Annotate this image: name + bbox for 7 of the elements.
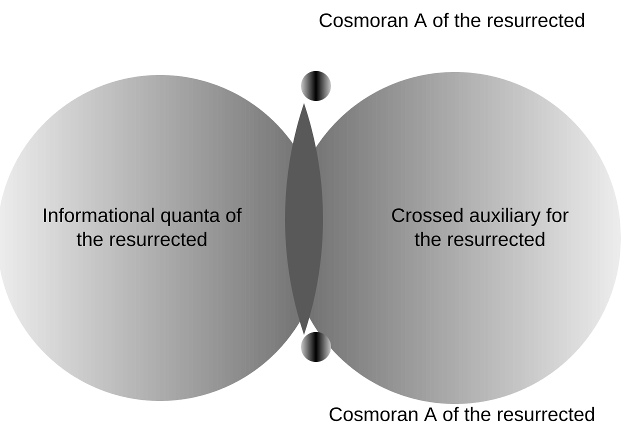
node-label: Informational quanta of the resurrected	[44, 208, 242, 246]
caption-text: Cosmoran A of the resurrected	[330, 406, 594, 422]
node-label: Crossed auxiliary for the resurrected	[392, 208, 568, 246]
overlap-lens	[285, 103, 323, 335]
caption-text: Cosmoran A of the resurrected	[320, 12, 584, 28]
knob-circle	[301, 332, 331, 362]
knob-circle	[301, 71, 331, 101]
